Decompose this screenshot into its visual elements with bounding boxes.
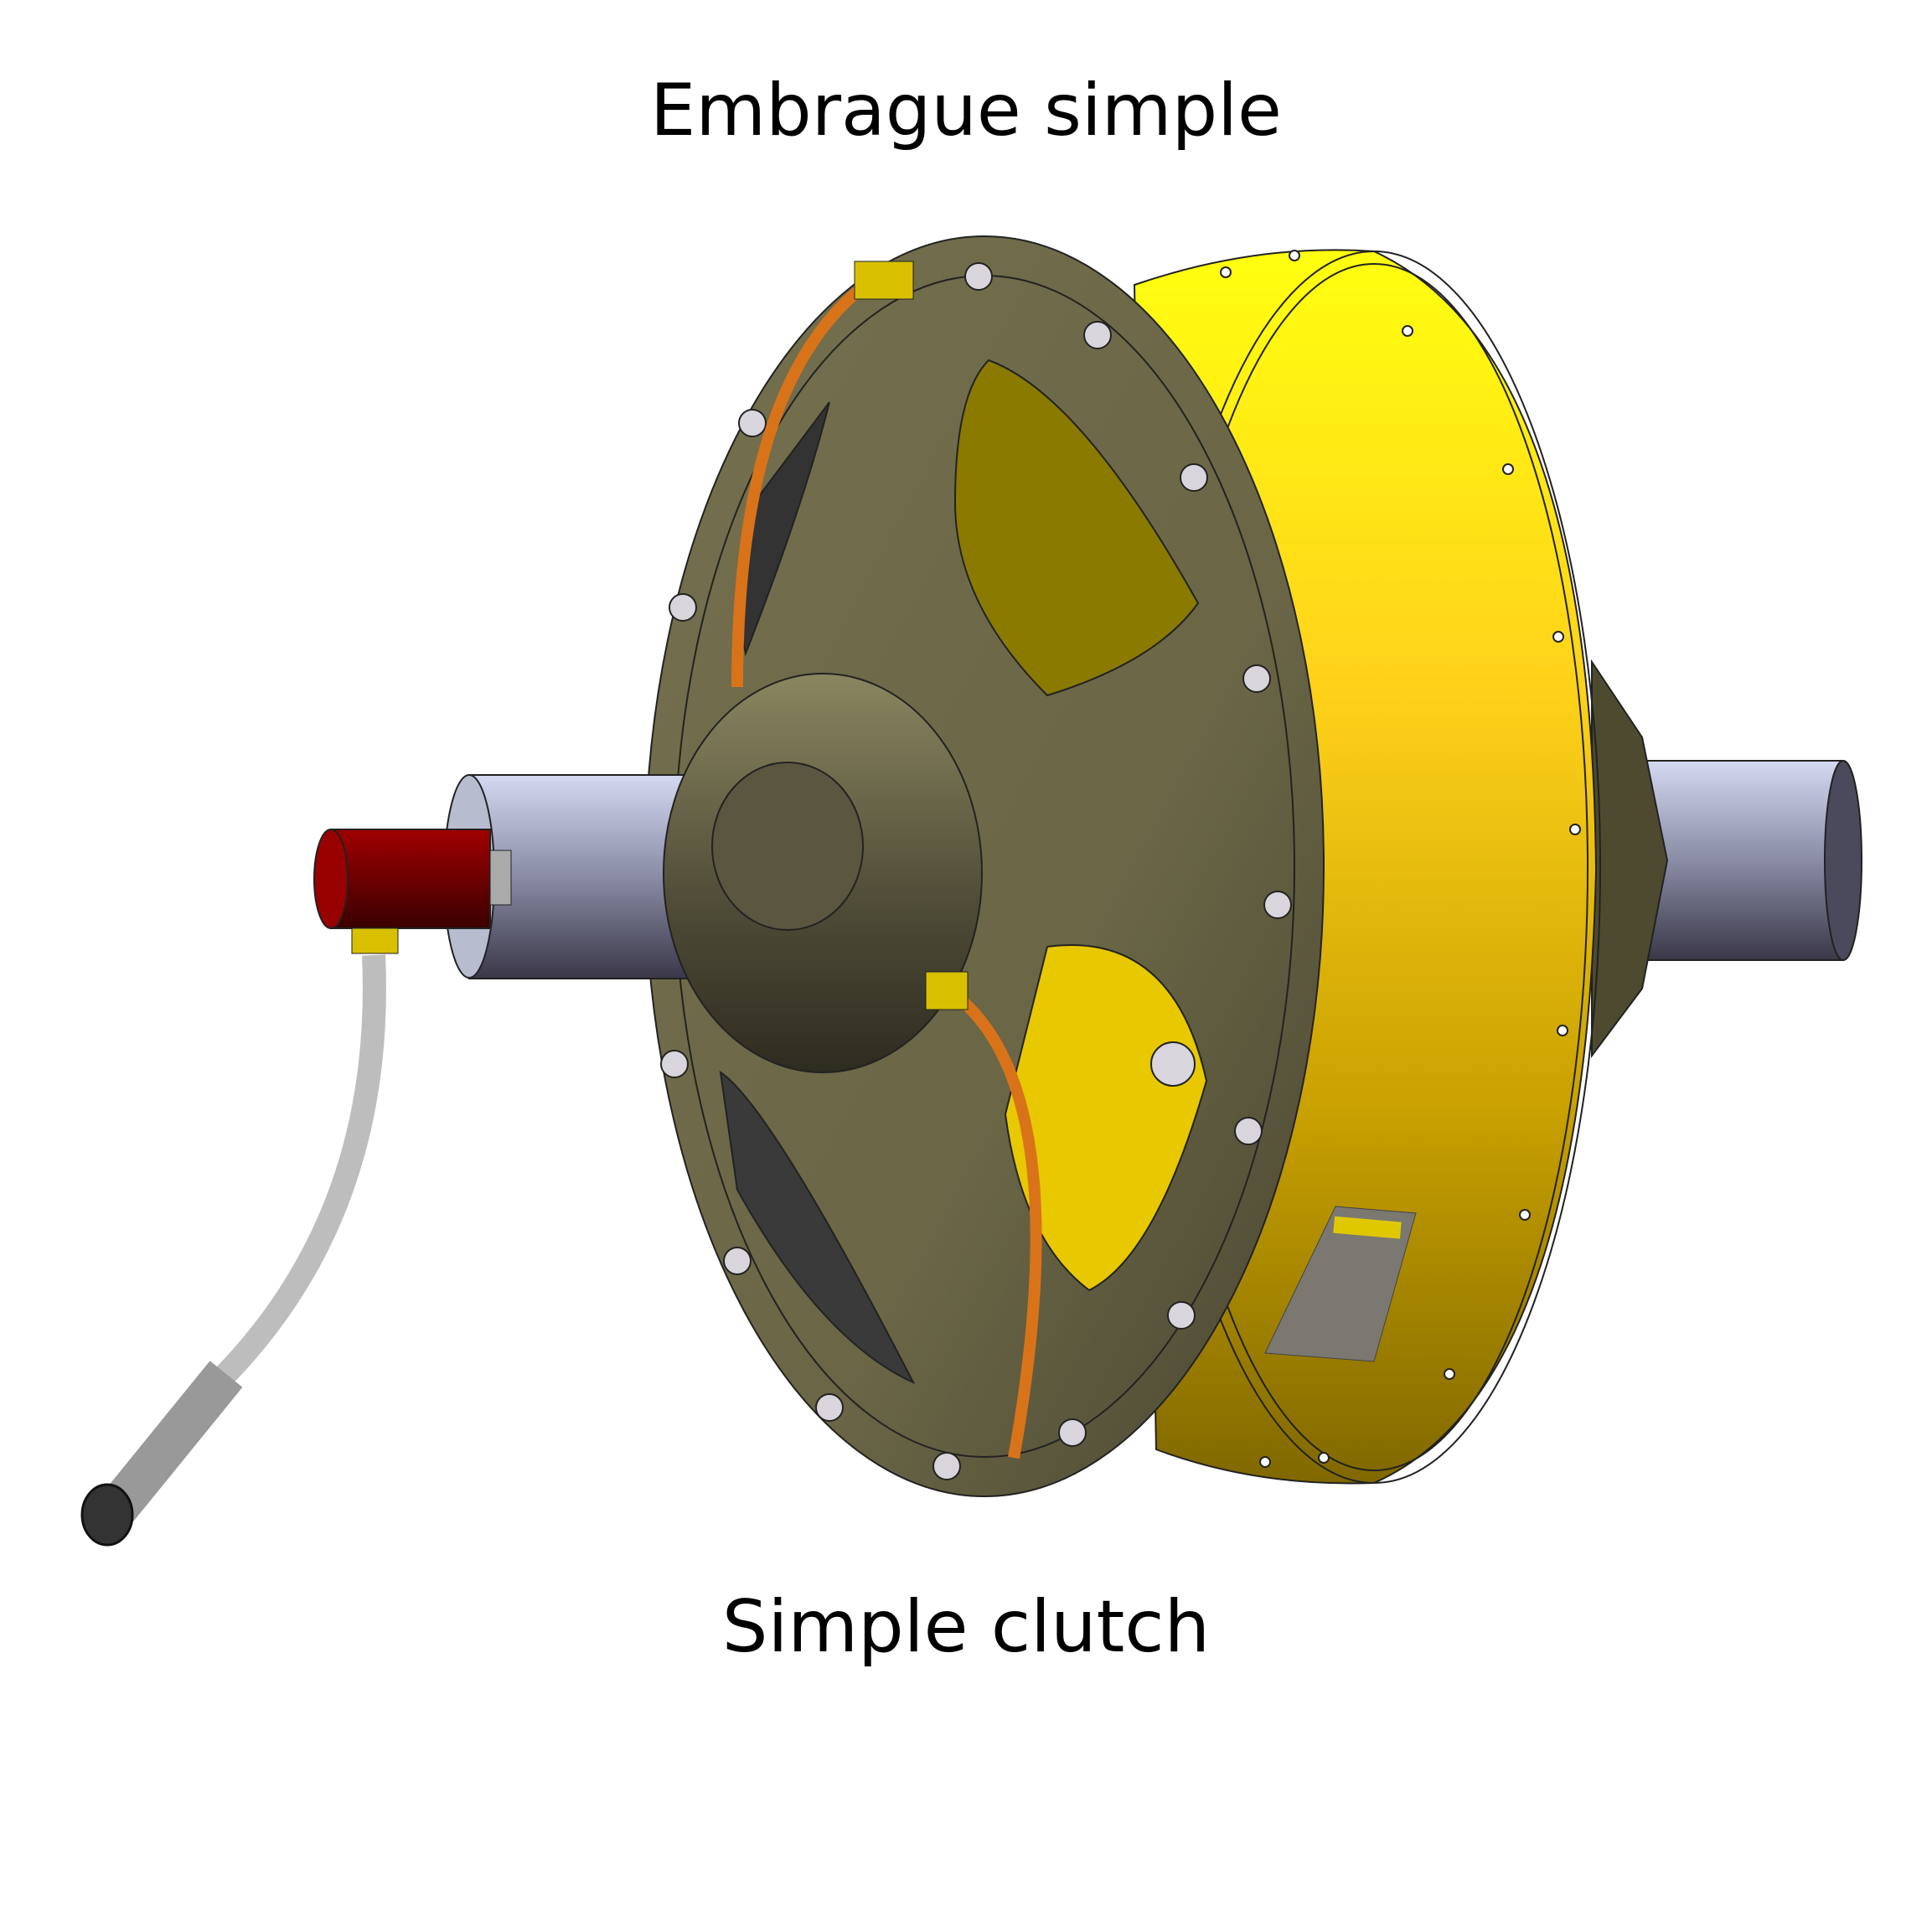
caption-spanish: Embrague simple — [650, 69, 1282, 152]
window-upper-right — [953, 359, 1200, 697]
orange-hose-upper — [731, 276, 876, 688]
orange-hose-lower — [943, 984, 1042, 1459]
caption-english: Simple clutch — [721, 1585, 1211, 1669]
coupling-end — [80, 1483, 134, 1547]
hose-fitting — [854, 261, 914, 300]
nameplate — [1264, 1206, 1417, 1362]
window-lower-left — [719, 1070, 916, 1385]
euroflex-logo — [1333, 1216, 1402, 1239]
hose-fitting — [925, 971, 969, 1010]
rotary-joint-cap — [313, 829, 512, 954]
bolts — [660, 262, 1292, 1480]
grey-hose — [209, 954, 386, 1391]
flange-disk — [644, 235, 1325, 1497]
quick-coupling — [101, 1361, 243, 1521]
hub — [663, 673, 983, 1073]
right-shaft — [1591, 659, 1862, 1058]
